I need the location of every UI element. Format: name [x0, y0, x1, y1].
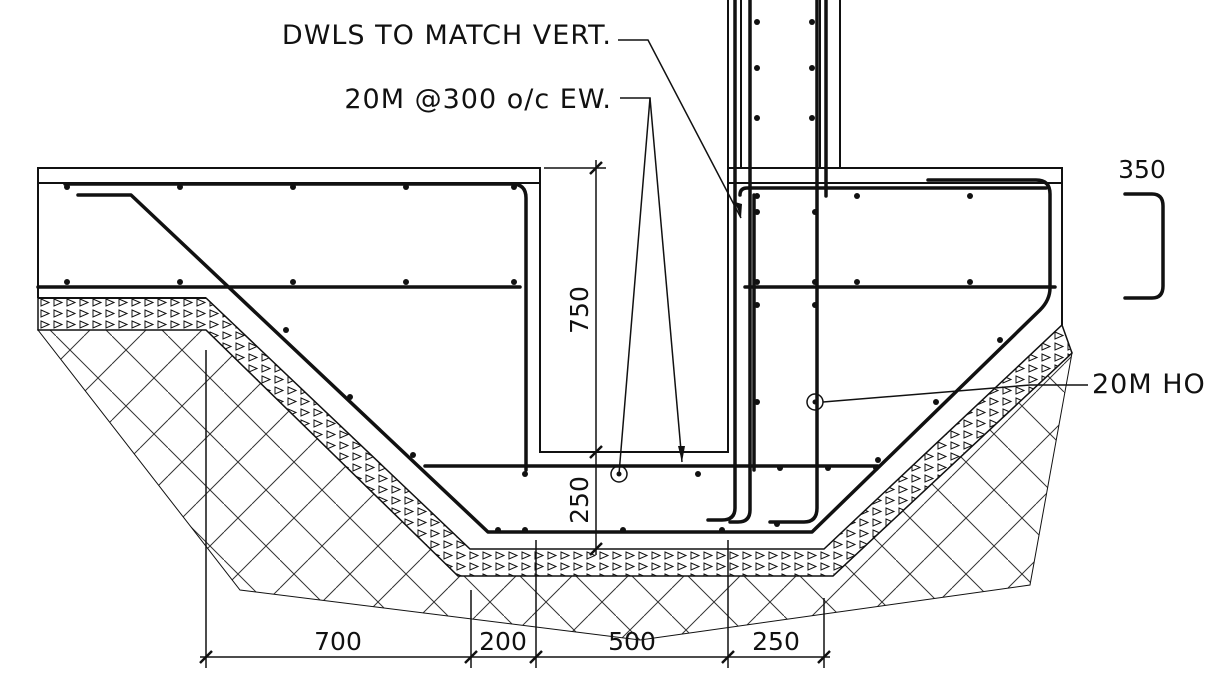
slab-depth-dimension: 750: [565, 286, 594, 334]
width-dimension-1: 700: [314, 627, 362, 656]
bars-each-way-label: 20M @300 o/c EW.: [344, 84, 612, 115]
rebar: [36, 0, 1057, 534]
hook-bar-detail: [1123, 192, 1165, 300]
leader-arrow-dowels: [735, 202, 742, 218]
concrete-outline: [37, 0, 1063, 453]
rebar-dots: [64, 19, 1003, 533]
leader-lines: [618, 39, 1088, 475]
bar-section-side-dot: [812, 399, 818, 405]
width-dimension-4: 250: [752, 627, 800, 656]
dowels-label: DWLS TO MATCH VERT.: [282, 20, 612, 51]
bottom-depth-dimension: 250: [565, 476, 594, 524]
dimension-ticks: [199, 161, 831, 664]
width-dimension-2: 200: [479, 627, 527, 656]
hook-length-label: 350: [1118, 155, 1166, 184]
width-dimension-3: 500: [608, 627, 656, 656]
horizontal-bar-label: 20M HO: [1092, 369, 1206, 400]
dimension-lines: [200, 160, 830, 668]
gravel-layer: [37, 297, 1073, 577]
leader-arrow-bars: [678, 446, 685, 462]
